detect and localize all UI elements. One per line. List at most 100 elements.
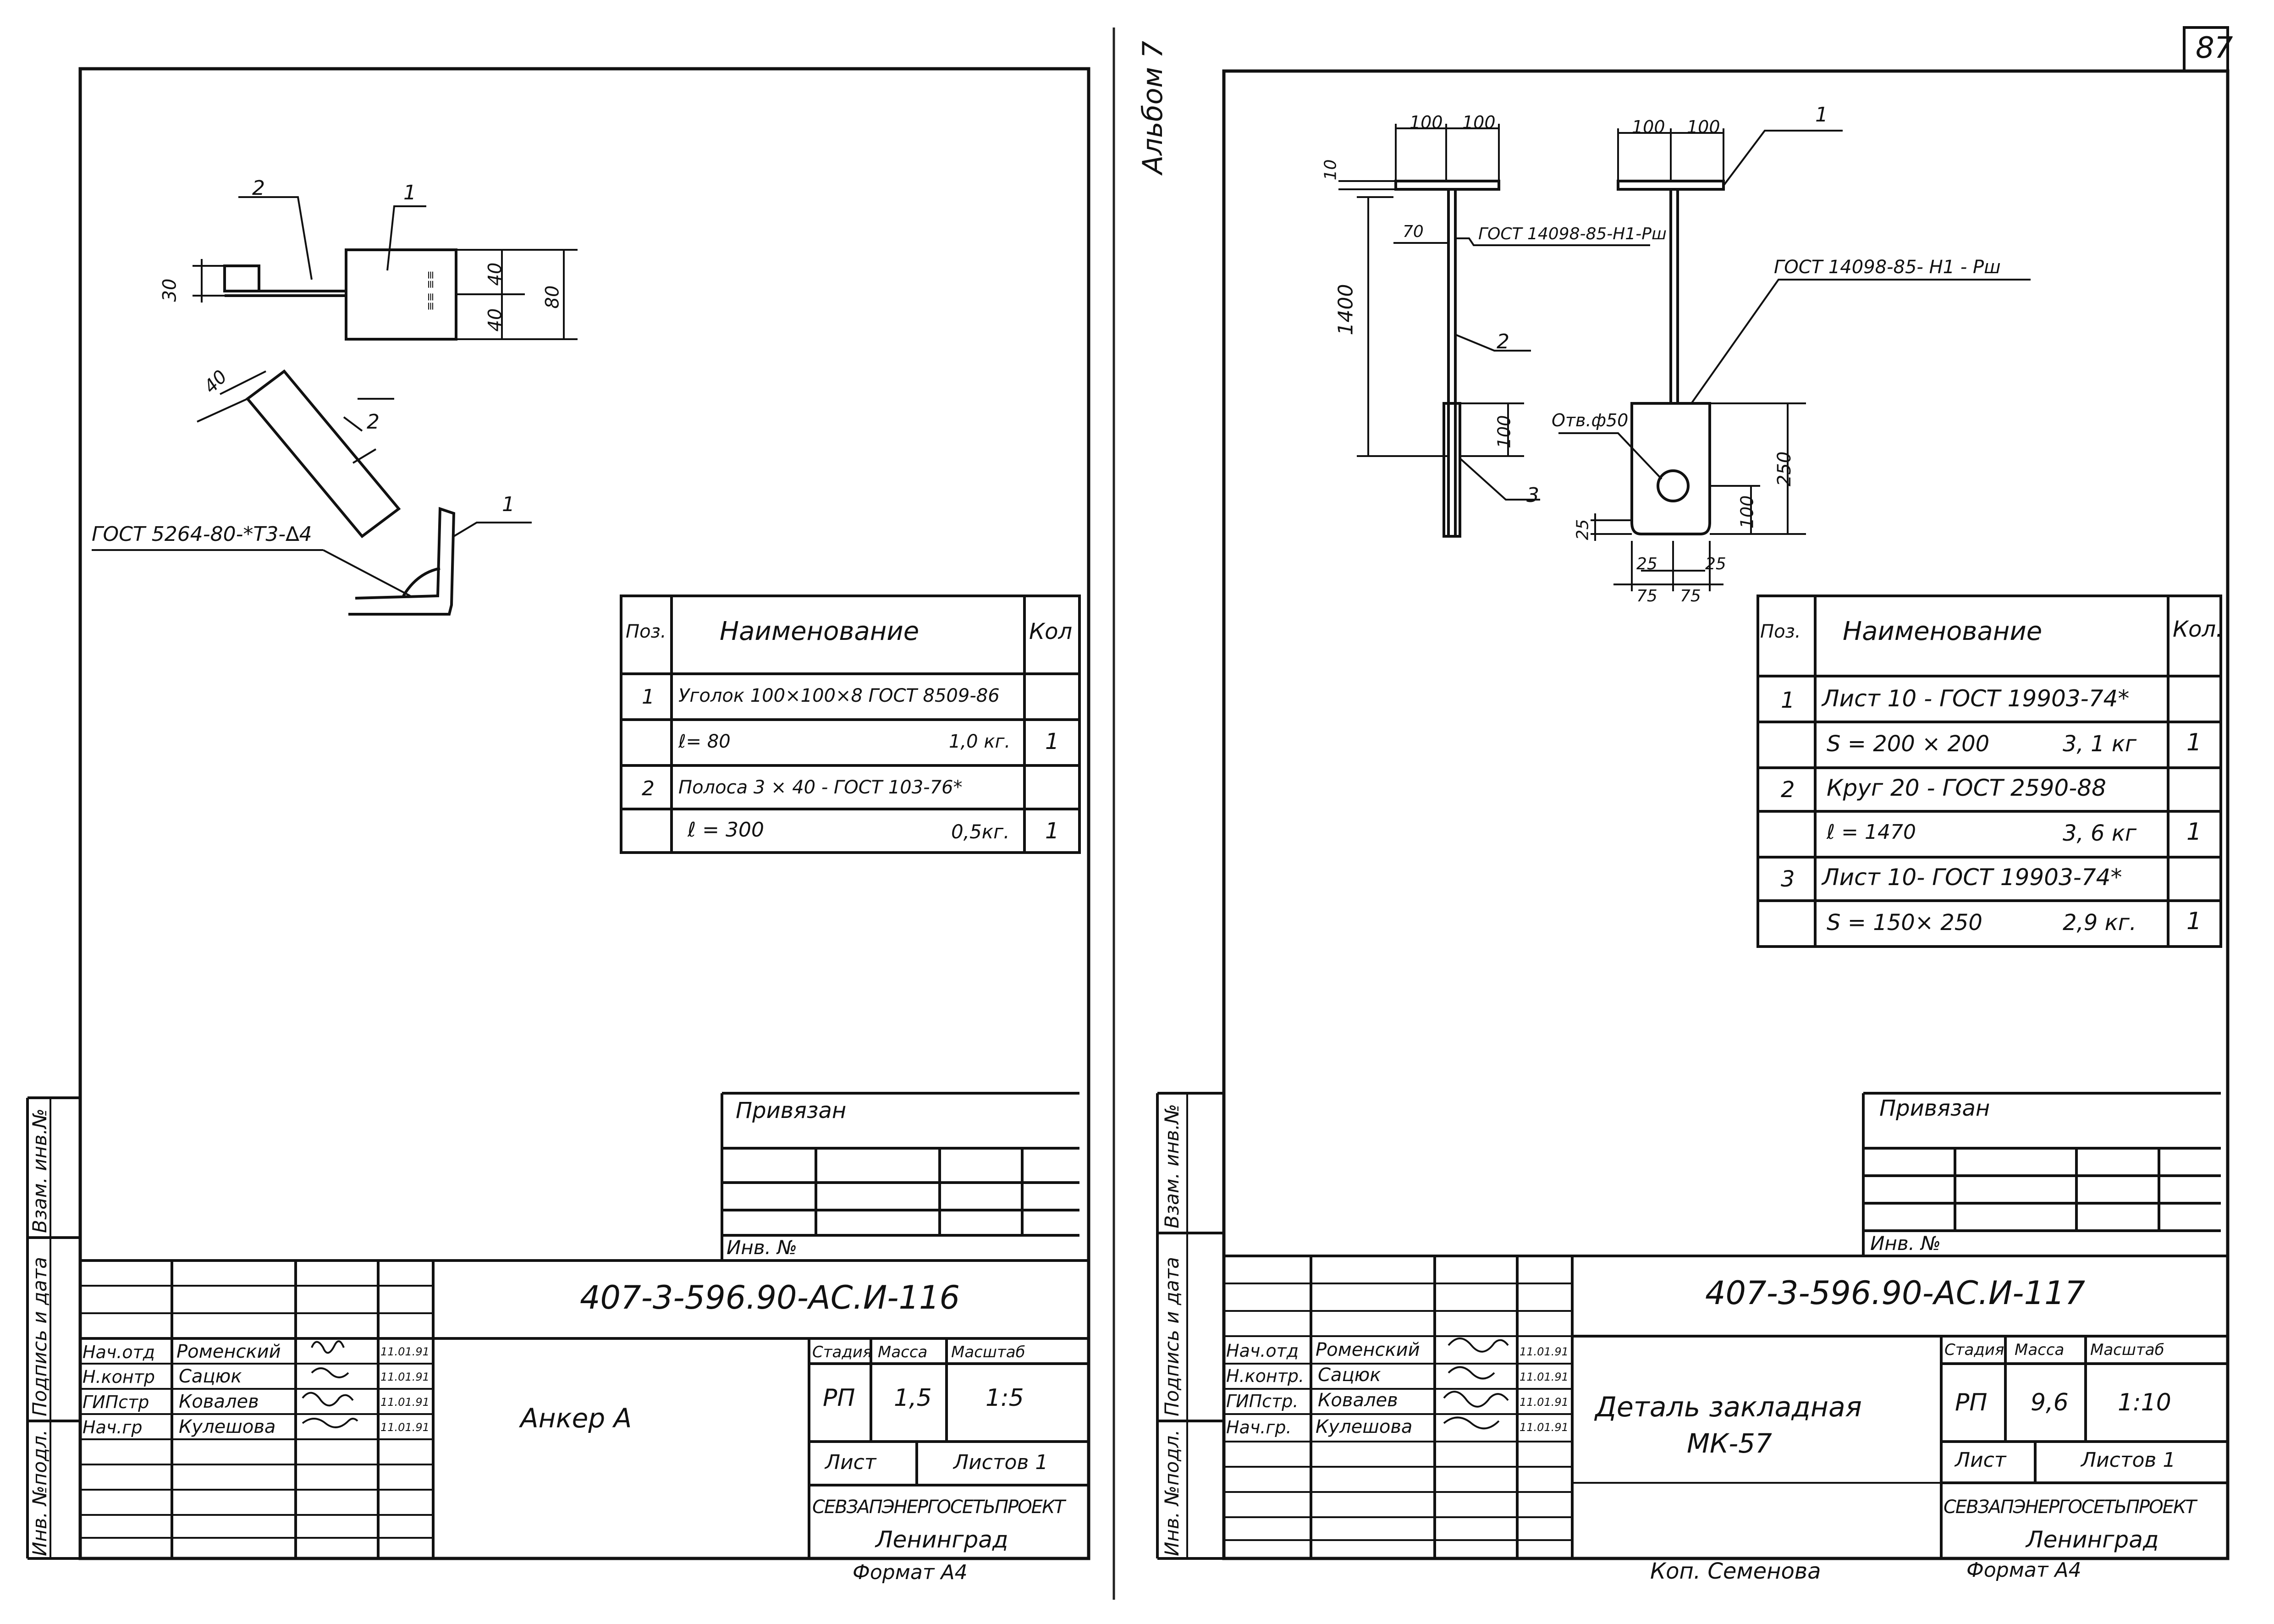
left-dim-40a: 40 (485, 262, 506, 286)
left-spec-row4-qty: 1 (1045, 818, 1059, 844)
right-dim-100a: 100 (1410, 112, 1443, 132)
left-stamp-zam-inv: Взам. инв.№ (28, 1108, 51, 1233)
right-gost-rod-b: ГОСТ 14098-85- Н1 - Рш (1774, 257, 2001, 278)
right-spec-row2-qty: 1 (2186, 729, 2202, 756)
right-callout-2: 2 (1497, 330, 1509, 353)
left-product-name: Анкер А (520, 1403, 632, 1434)
album-label: Альбом 7 (1137, 41, 1169, 174)
right-doc-code: 407-3-596.90-АС.И-117 (1705, 1274, 2086, 1312)
left-role-1: Н.контр (83, 1367, 155, 1387)
right-stamp-zam-inv: Взам. инв.№ (1161, 1104, 1183, 1228)
right-scale-label: Масштаб (2090, 1341, 2164, 1359)
right-spec-row6-qty: 1 (2186, 908, 2202, 935)
left-callout-1: 1 (403, 181, 416, 204)
right-dim-70: 70 (1403, 222, 1424, 241)
left-spec-header-pos: Поз. (626, 621, 666, 642)
left-name-3: Кулешова (179, 1416, 276, 1437)
right-dim-25a: 25 (1573, 519, 1592, 540)
left-role-3: Нач.гр (83, 1417, 143, 1437)
right-stamp-inv-podl: Инв. №подл. (1161, 1429, 1183, 1556)
right-date-1: 11.01.91 (1520, 1371, 1569, 1383)
left-name-0: Роменский (176, 1341, 281, 1362)
left-dim-30: 30 (159, 278, 181, 302)
right-callout-3: 3 (1526, 484, 1539, 507)
left-gost-weld: ГОСТ 5264-80-*Т3-∆4 (92, 523, 312, 546)
left-stage-label: Стадия (812, 1343, 872, 1361)
right-format: Формат А4 (1966, 1558, 2081, 1582)
left-org: СЕВЗАПЭНЕРГОСЕТЬПРОЕКТ (812, 1497, 1065, 1518)
left-spec-row2-mass: 1,0 кг. (949, 731, 1011, 752)
right-privyazan-title: Привязан (1879, 1096, 1990, 1121)
left-spec-row2-qty: 1 (1045, 729, 1059, 754)
left-callout-2: 2 (252, 176, 265, 200)
left-callout-2b: 2 (367, 410, 380, 434)
left-format: Формат А4 (853, 1561, 968, 1584)
left-spec-row4-mass: 0,5кг. (951, 820, 1010, 843)
left-stamp-podpis: Подпись и дата (28, 1257, 51, 1416)
left-spec-header-qty: Кол (1029, 619, 1073, 644)
right-hole: Отв.ф50 (1552, 410, 1629, 430)
left-city: Ленинград (875, 1526, 1008, 1553)
left-scale: 1:5 (986, 1384, 1024, 1412)
right-dim-10: 10 (1321, 159, 1340, 181)
right-dim-25c: 25 (1705, 555, 1726, 573)
left-dim-80: 80 (542, 285, 563, 309)
right-date-0: 11.01.91 (1520, 1345, 1569, 1358)
page-number: 87 (2196, 31, 2233, 65)
right-role-0: Нач.отд (1226, 1341, 1299, 1361)
left-name-1: Сацюк (179, 1366, 242, 1387)
right-spec-row1-pos: 1 (1781, 688, 1795, 713)
left-scale-label: Масштаб (951, 1343, 1025, 1361)
left-date-2: 11.01.91 (380, 1396, 429, 1409)
right-spec-row3-name: Круг 20 - ГОСТ 2590-88 (1827, 775, 2106, 801)
right-role-1: Н.контр. (1226, 1366, 1305, 1386)
right-sheet-label: Лист (1955, 1448, 2006, 1472)
left-mass: 1,5 (894, 1384, 932, 1412)
right-dim-100b: 100 (1462, 112, 1496, 132)
right-dim-100e: 100 (1687, 117, 1720, 137)
left-spec-row3-name: Полоса 3 × 40 - ГОСТ 103-76* (678, 777, 963, 798)
right-role-3: Нач.гр. (1226, 1417, 1292, 1437)
right-spec-row5-pos: 3 (1781, 866, 1795, 892)
right-gost-rod-a: ГОСТ 14098-85-Н1-Рш (1478, 225, 1667, 243)
left-spec-row3-pos: 2 (642, 777, 655, 800)
right-stage: РП (1955, 1389, 1988, 1416)
right-org: СЕВЗАПЭНЕРГОСЕТЬПРОЕКТ (1944, 1497, 2197, 1518)
right-city: Ленинград (2026, 1526, 2159, 1553)
left-spec-row1-name: Уголок 100×100×8 ГОСТ 8509-86 (678, 685, 1000, 706)
right-spec-row1-name: Лист 10 - ГОСТ 19903-74* (1822, 685, 2130, 712)
left-doc-code: 407-3-596.90-АС.И-116 (580, 1279, 960, 1316)
left-spec-row1-pos: 1 (642, 685, 655, 709)
right-mass-label: Масса (2015, 1341, 2065, 1359)
left-spec-header-name: Наименование (720, 617, 920, 646)
right-dim-100d: 100 (1632, 117, 1665, 137)
right-dim-100c: 100 (1494, 415, 1514, 449)
left-name-2: Ковалев (179, 1391, 259, 1412)
right-spec-row2-mass: 3, 1 кг (2063, 731, 2137, 757)
right-spec-row4-qty: 1 (2186, 818, 2202, 846)
right-dim-75a: 75 (1636, 587, 1657, 606)
left-spec-row4-name: ℓ = 300 (688, 818, 764, 842)
right-spec-row2-name: S = 200 × 200 (1827, 731, 1990, 757)
right-date-3: 11.01.91 (1520, 1421, 1569, 1434)
right-spec-row6-name: S = 150× 250 (1827, 910, 1982, 936)
left-sheet-label: Лист (825, 1451, 876, 1474)
left-spec-row2-name: ℓ= 80 (678, 731, 731, 752)
right-stage-label: Стадия (1944, 1341, 2004, 1359)
left-stage: РП (823, 1384, 855, 1412)
right-name-1: Сацюк (1318, 1365, 1381, 1386)
right-dim-75b: 75 (1680, 587, 1701, 606)
right-spec-row6-mass: 2,9 кг. (2063, 910, 2137, 936)
right-name-0: Роменский (1316, 1339, 1420, 1360)
left-privyazan-inv: Инв. № (727, 1236, 798, 1259)
right-privyazan-inv: Инв. № (1870, 1232, 1941, 1255)
right-dim-250: 250 (1774, 451, 1795, 487)
right-callout-1: 1 (1815, 103, 1828, 127)
right-name-2: Ковалев (1318, 1390, 1398, 1411)
right-name-3: Кулешова (1316, 1416, 1413, 1437)
right-dim-100f: 100 (1737, 495, 1757, 529)
right-date-2: 11.01.91 (1520, 1396, 1569, 1409)
right-spec-row4-name: ℓ = 1470 (1827, 820, 1916, 844)
right-mass: 9,6 (2031, 1389, 2069, 1416)
